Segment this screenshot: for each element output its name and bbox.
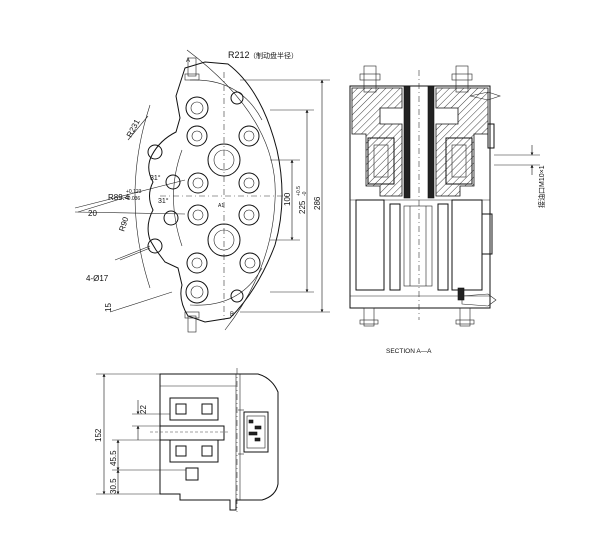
pin-spacing-dim: 100	[283, 192, 292, 206]
marker-a-top: A	[186, 58, 190, 64]
bolt-bosses	[185, 91, 261, 304]
front-view	[74, 49, 330, 333]
leader-15: 15	[104, 303, 113, 312]
disc-radius-arc	[186, 49, 276, 331]
height-total-dim: 286	[313, 196, 322, 210]
right-housing-section	[435, 87, 489, 197]
section-body	[349, 85, 491, 309]
section-view	[349, 65, 540, 327]
angle-lower: 31°	[158, 197, 169, 205]
bottom-view	[96, 368, 279, 512]
bore-upper	[207, 143, 241, 177]
bottom-view-annotations: 22 152 45.5 30.5	[94, 405, 148, 494]
nameplate	[243, 411, 269, 453]
bore-lower	[207, 223, 241, 257]
arc-radius-small: R90	[117, 215, 130, 232]
dim-22: 22	[139, 405, 148, 414]
left-housing-section	[351, 87, 403, 197]
height-mid-tol-upper: +0.5	[296, 186, 302, 196]
top-bolt	[187, 57, 197, 77]
oil-port-callout: 接油口M10×1	[537, 165, 546, 208]
holes-callout: 4-Ø17	[86, 274, 109, 283]
angle-upper: 31°	[150, 174, 161, 182]
outline-radius-label: R212	[228, 50, 250, 60]
height-mid-dim: 225	[298, 200, 307, 214]
offset-dim: 20	[88, 209, 97, 218]
left-pins	[147, 144, 181, 254]
bottom-view-outline	[159, 373, 279, 511]
front-view-annotations: R212 （制动盘半径） A R231 R89.4 +0.123 -0.036 …	[86, 50, 322, 318]
bottom-bolt	[187, 315, 197, 333]
arc-tol-lower: -0.036	[126, 196, 140, 202]
height-mid-tol-lower: -0	[302, 191, 308, 196]
marker-b-bottom: B	[230, 312, 234, 318]
arc-radius-large: R231	[125, 117, 142, 139]
arc-radius-pad: R89.4	[108, 193, 130, 202]
dim-152: 152	[94, 428, 103, 442]
arc-tol-upper: +0.123	[126, 189, 142, 195]
section-label: SECTION A—A	[386, 348, 432, 355]
marker-a1: A1	[218, 203, 224, 209]
outline-note: （制动盘半径）	[249, 51, 298, 60]
dim-30-5: 30.5	[109, 478, 118, 494]
caliper-body-outline	[147, 61, 283, 323]
dim-45-5: 45.5	[109, 450, 118, 466]
